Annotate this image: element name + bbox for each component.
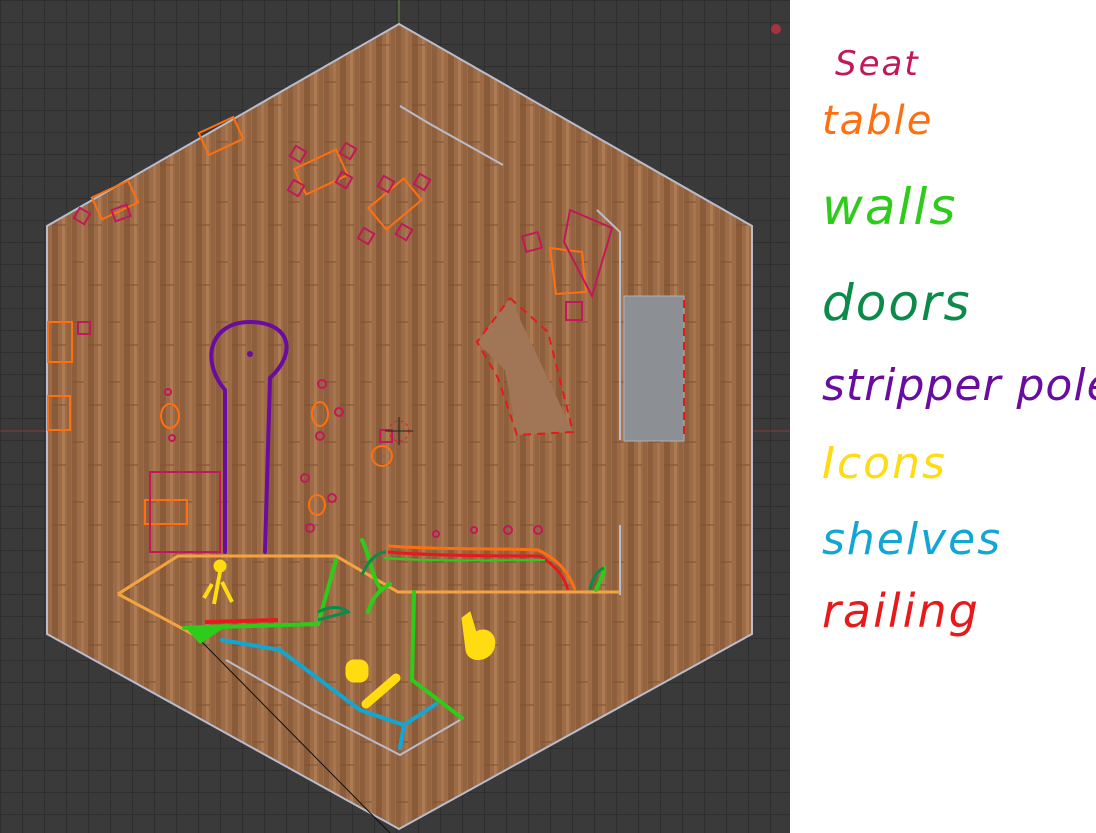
seats bbox=[72, 141, 614, 553]
legend-railing: railing bbox=[822, 584, 980, 638]
editor-viewport[interactable] bbox=[0, 0, 790, 833]
3d-cursor-icon bbox=[385, 417, 413, 445]
legend-icons: Icons bbox=[822, 438, 947, 489]
tables bbox=[47, 115, 588, 525]
bar-counter bbox=[117, 554, 620, 640]
inner-walls bbox=[199, 105, 621, 833]
legend-table: table bbox=[822, 98, 934, 144]
icons bbox=[202, 559, 496, 709]
shelves bbox=[220, 638, 438, 750]
railing bbox=[204, 544, 577, 624]
legend-walls: walls bbox=[822, 178, 958, 236]
doors bbox=[317, 550, 605, 622]
walls bbox=[182, 538, 606, 720]
stripper-pole bbox=[209, 319, 289, 554]
viewport-dot-icon bbox=[771, 24, 781, 34]
floorplan-canvas bbox=[0, 0, 790, 833]
pole-dot bbox=[247, 351, 253, 357]
stage-area bbox=[477, 298, 573, 435]
legend-panel bbox=[790, 0, 1096, 833]
rug-area bbox=[623, 295, 685, 442]
legend-stripper-pole: stripper pole bbox=[822, 360, 1096, 411]
legend-doors: doors bbox=[822, 274, 972, 332]
legend-seat: Seat bbox=[835, 44, 920, 84]
railing-dashed bbox=[475, 297, 575, 437]
wall-wedge bbox=[184, 624, 230, 644]
legend-shelves: shelves bbox=[822, 514, 1003, 565]
